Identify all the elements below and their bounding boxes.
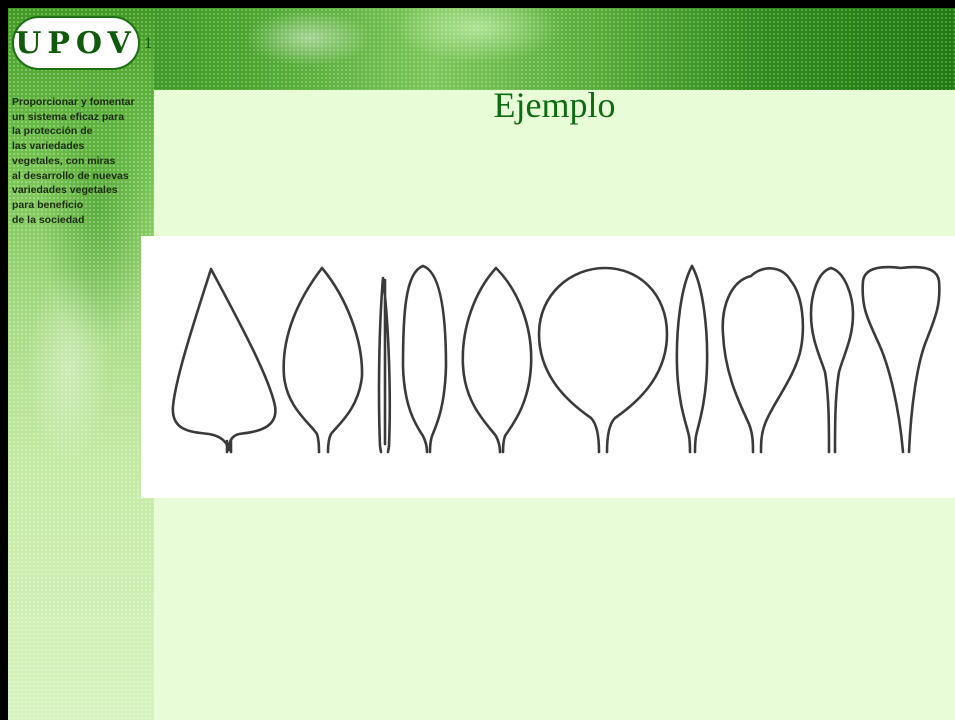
leaf-outline	[811, 268, 853, 452]
upov-logo: UPOV	[12, 16, 140, 70]
mission-line: variedades vegetales	[12, 183, 152, 198]
leaf-shapes-figure	[141, 236, 955, 498]
mission-line: un sistema eficaz para	[12, 110, 152, 125]
slide: UPOV 1 Proporcionar y fomentar un sistem…	[8, 8, 955, 720]
leaf-outline	[677, 266, 707, 452]
leaf-outline	[463, 268, 531, 452]
mission-line: de la sociedad	[12, 213, 152, 228]
leaf-outline	[863, 267, 940, 452]
mission-statement: Proporcionar y fomentar un sistema efica…	[12, 95, 152, 227]
mission-line: Proporcionar y fomentar	[12, 95, 152, 110]
mission-line: vegetales, con miras	[12, 154, 152, 169]
slide-title: Ejemplo	[154, 84, 955, 126]
mission-line: para beneficio	[12, 198, 152, 213]
leaf-outline	[173, 269, 276, 452]
leaf-outline	[284, 268, 362, 452]
leaf-outline	[723, 268, 803, 452]
leaf-outline	[539, 268, 667, 452]
leaf-outline	[379, 278, 390, 452]
logo-mark: 1	[144, 36, 153, 52]
mission-line: la protección de	[12, 124, 152, 139]
leaf-outline	[403, 266, 446, 452]
leaf-shapes-drawing	[141, 236, 955, 498]
mission-line: las variedades	[12, 139, 152, 154]
mission-line: al desarrollo de nuevas	[12, 169, 152, 184]
logo-text: UPOV	[15, 26, 137, 61]
